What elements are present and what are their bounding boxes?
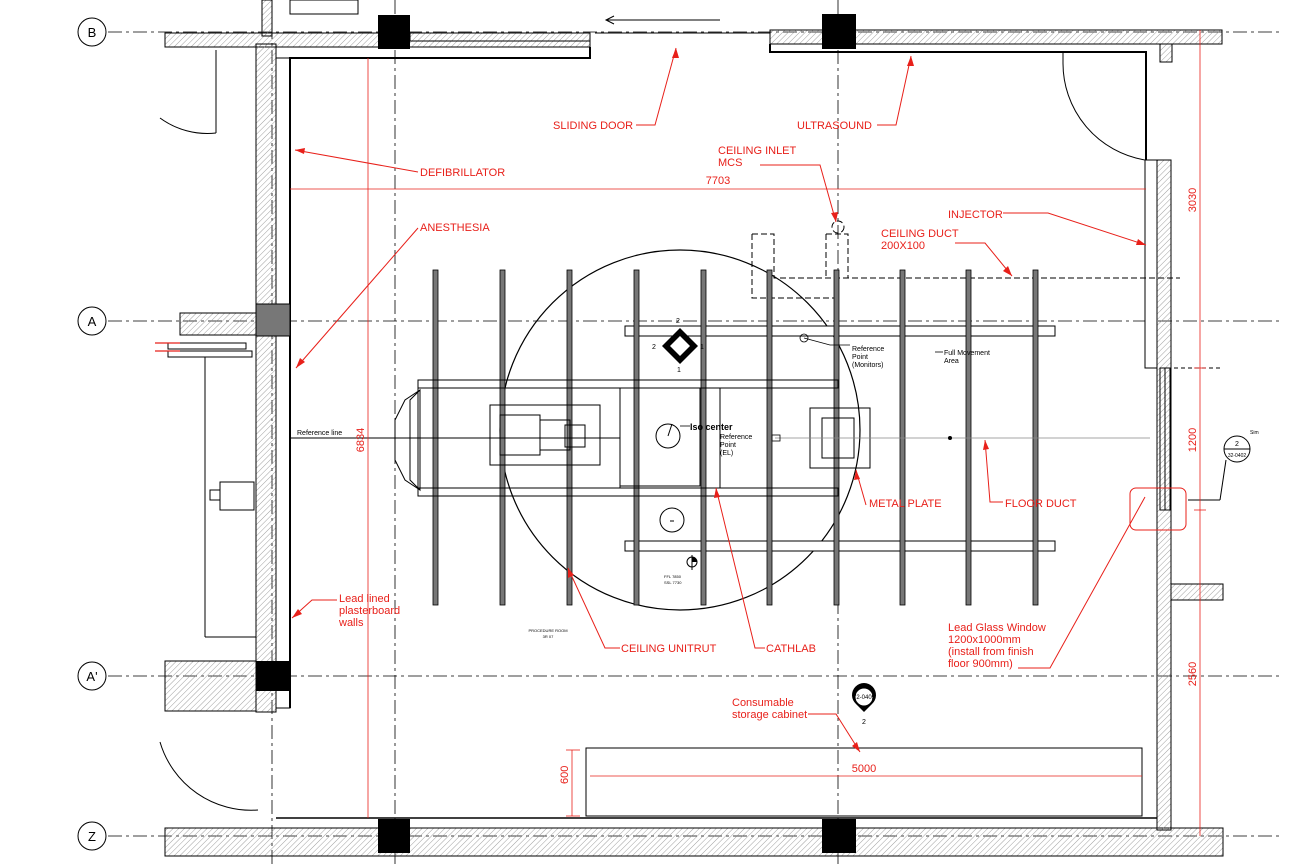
svg-text:1: 1 bbox=[677, 367, 681, 374]
svg-text:2: 2 bbox=[652, 344, 656, 351]
black-leaders bbox=[680, 333, 943, 442]
label-lead-glass-3: (install from finish bbox=[948, 646, 1034, 658]
width-dimension: 7703 bbox=[706, 175, 730, 187]
label-lead-walls-2: plasterboard bbox=[339, 605, 400, 617]
diamond-marker-icon: 2 2 1 1 bbox=[652, 318, 704, 374]
leader-arrowheads bbox=[292, 48, 1146, 752]
left-red-lines bbox=[155, 342, 180, 352]
annotation-labels: SLIDING DOOR ULTRASOUND DEFIBRILLATOR CE… bbox=[338, 120, 1077, 721]
svg-text:1: 1 bbox=[700, 344, 704, 351]
svg-text:Full Movement: Full Movement bbox=[944, 350, 990, 357]
sliding-door bbox=[409, 15, 770, 42]
cabinet-dims bbox=[566, 749, 1142, 817]
label-lead-glass-1: Lead Glass Window bbox=[948, 622, 1046, 634]
svg-text:32-0402: 32-0402 bbox=[1228, 453, 1247, 459]
right-dim-mid: 1200 bbox=[1187, 428, 1199, 452]
label-defibrillator: DEFIBRILLATOR bbox=[420, 167, 505, 179]
svg-text:PROCEDURE ROOM: PROCEDURE ROOM bbox=[528, 628, 567, 633]
room-outline bbox=[276, 44, 1157, 819]
level-marker-icon bbox=[686, 555, 698, 570]
label-ultrasound: ULTRASOUND bbox=[797, 120, 872, 132]
label-floor-duct: FLOOR DUCT bbox=[1005, 498, 1077, 510]
label-consumable-2: storage cabinet bbox=[732, 709, 807, 721]
label-ceiling-inlet-mcs: MCS bbox=[718, 157, 742, 169]
label-ceiling-inlet: CEILING INLET bbox=[718, 145, 797, 157]
svg-text:A': A' bbox=[86, 669, 97, 684]
svg-text:2: 2 bbox=[676, 318, 680, 325]
grid-bubble-a-prime: A' bbox=[77, 661, 107, 691]
label-ceiling-duct: CEILING DUCT bbox=[881, 228, 959, 240]
svg-text:72-0409: 72-0409 bbox=[853, 695, 876, 701]
window-highlight bbox=[1129, 487, 1187, 531]
svg-text:3R 07: 3R 07 bbox=[543, 634, 554, 639]
svg-text:Sim: Sim bbox=[1250, 430, 1259, 436]
label-sliding-door: SLIDING DOOR bbox=[553, 120, 633, 132]
detector-box bbox=[619, 387, 701, 487]
text-iso-center: Iso center bbox=[690, 422, 733, 432]
svg-text:Reference: Reference bbox=[720, 434, 752, 441]
cabinet-depth-dim: 600 bbox=[559, 766, 571, 784]
grid-bubble-b: B bbox=[77, 17, 107, 47]
svg-text:Point: Point bbox=[852, 354, 868, 361]
secondary-circle-icon bbox=[659, 507, 685, 533]
label-consumable-1: Consumable bbox=[732, 697, 794, 709]
walls bbox=[164, 0, 1224, 857]
section-tag: 2 32-0402 Sim bbox=[1188, 430, 1259, 501]
label-lead-walls-3: walls bbox=[338, 617, 364, 629]
right-dim-bottom: 2560 bbox=[1187, 662, 1199, 686]
label-metal-plate: METAL PLATE bbox=[869, 498, 942, 510]
svg-text:2: 2 bbox=[1235, 441, 1239, 448]
floor-duct-dot bbox=[948, 436, 952, 440]
label-anesthesia: ANESTHESIA bbox=[420, 222, 490, 234]
lead-glass-window bbox=[1159, 367, 1220, 511]
left-corridor bbox=[167, 342, 256, 638]
cabinet-length-dim: 5000 bbox=[852, 763, 876, 775]
label-lead-walls-1: Lead lined bbox=[339, 593, 390, 605]
label-lead-glass-2: 1200x1000mm bbox=[948, 634, 1021, 646]
doors bbox=[159, 0, 1146, 811]
patient-table bbox=[290, 379, 871, 497]
small-text: Reference line Iso center Reference Poin… bbox=[297, 346, 990, 639]
dimension-lines bbox=[290, 30, 1206, 836]
c-arm-rotation-circle bbox=[499, 249, 861, 611]
ceiling-rails bbox=[624, 325, 1056, 552]
leader-lines bbox=[291, 47, 1147, 753]
columns bbox=[256, 14, 856, 853]
grid-bubble-z: Z bbox=[77, 821, 107, 851]
svg-text:Z: Z bbox=[88, 829, 96, 844]
svg-text:FFL 7850: FFL 7850 bbox=[664, 574, 682, 579]
svg-text:(EL): (EL) bbox=[720, 450, 733, 457]
svg-text:Reference: Reference bbox=[852, 346, 884, 353]
right-dim-top: 3030 bbox=[1187, 188, 1199, 212]
iso-center-icon bbox=[655, 423, 681, 449]
ceiling-duct bbox=[751, 220, 1180, 299]
text-reference-line: Reference line bbox=[297, 430, 342, 437]
column-grey bbox=[255, 303, 291, 337]
grid-bubble-a: A bbox=[77, 306, 107, 336]
svg-text:2: 2 bbox=[862, 719, 866, 726]
storage-cabinet bbox=[585, 747, 1143, 817]
label-cathlab: CATHLAB bbox=[766, 643, 816, 655]
svg-text:A: A bbox=[88, 314, 97, 329]
label-ceiling-duct-size: 200X100 bbox=[881, 240, 925, 252]
label-lead-glass-4: floor 900mm) bbox=[948, 658, 1013, 670]
svg-text:B: B bbox=[88, 25, 97, 40]
svg-text:SSL 7730: SSL 7730 bbox=[664, 580, 682, 585]
svg-text:Point: Point bbox=[720, 442, 736, 449]
height-dimension: 6834 bbox=[355, 428, 367, 452]
svg-text:Area: Area bbox=[944, 358, 959, 365]
label-injector: INJECTOR bbox=[948, 209, 1003, 221]
svg-text:(Monitors): (Monitors) bbox=[852, 362, 884, 369]
section-marker: 72-0409 2 bbox=[852, 683, 876, 726]
label-ceiling-unitrut: CEILING UNITRUT bbox=[621, 643, 717, 655]
